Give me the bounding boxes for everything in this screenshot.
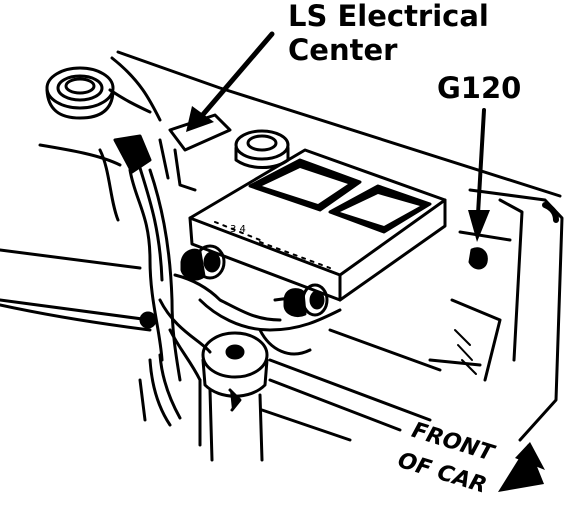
reservoir-cap-small bbox=[234, 129, 290, 169]
reservoir-cap bbox=[45, 66, 115, 120]
electrical-center-box: 3 4 bbox=[188, 148, 447, 302]
ls-electrical-center-label: LS Electrical bbox=[288, 0, 489, 33]
lower-frame bbox=[138, 328, 442, 432]
ls-pointer-arrow bbox=[186, 31, 275, 132]
connector-center bbox=[273, 283, 329, 318]
round-relay bbox=[198, 331, 352, 462]
g120-label: G120 bbox=[437, 71, 522, 105]
ls-electrical-center-label-line2: Center bbox=[288, 33, 398, 67]
right-fender bbox=[428, 188, 564, 442]
svg-text:3 4: 3 4 bbox=[230, 224, 246, 235]
front-of-car-arrow-icon bbox=[498, 442, 545, 492]
connector-left bbox=[180, 244, 226, 281]
wiring-harness bbox=[98, 134, 342, 427]
g120-pointer-arrow bbox=[468, 108, 490, 242]
fender-outline bbox=[0, 50, 562, 332]
